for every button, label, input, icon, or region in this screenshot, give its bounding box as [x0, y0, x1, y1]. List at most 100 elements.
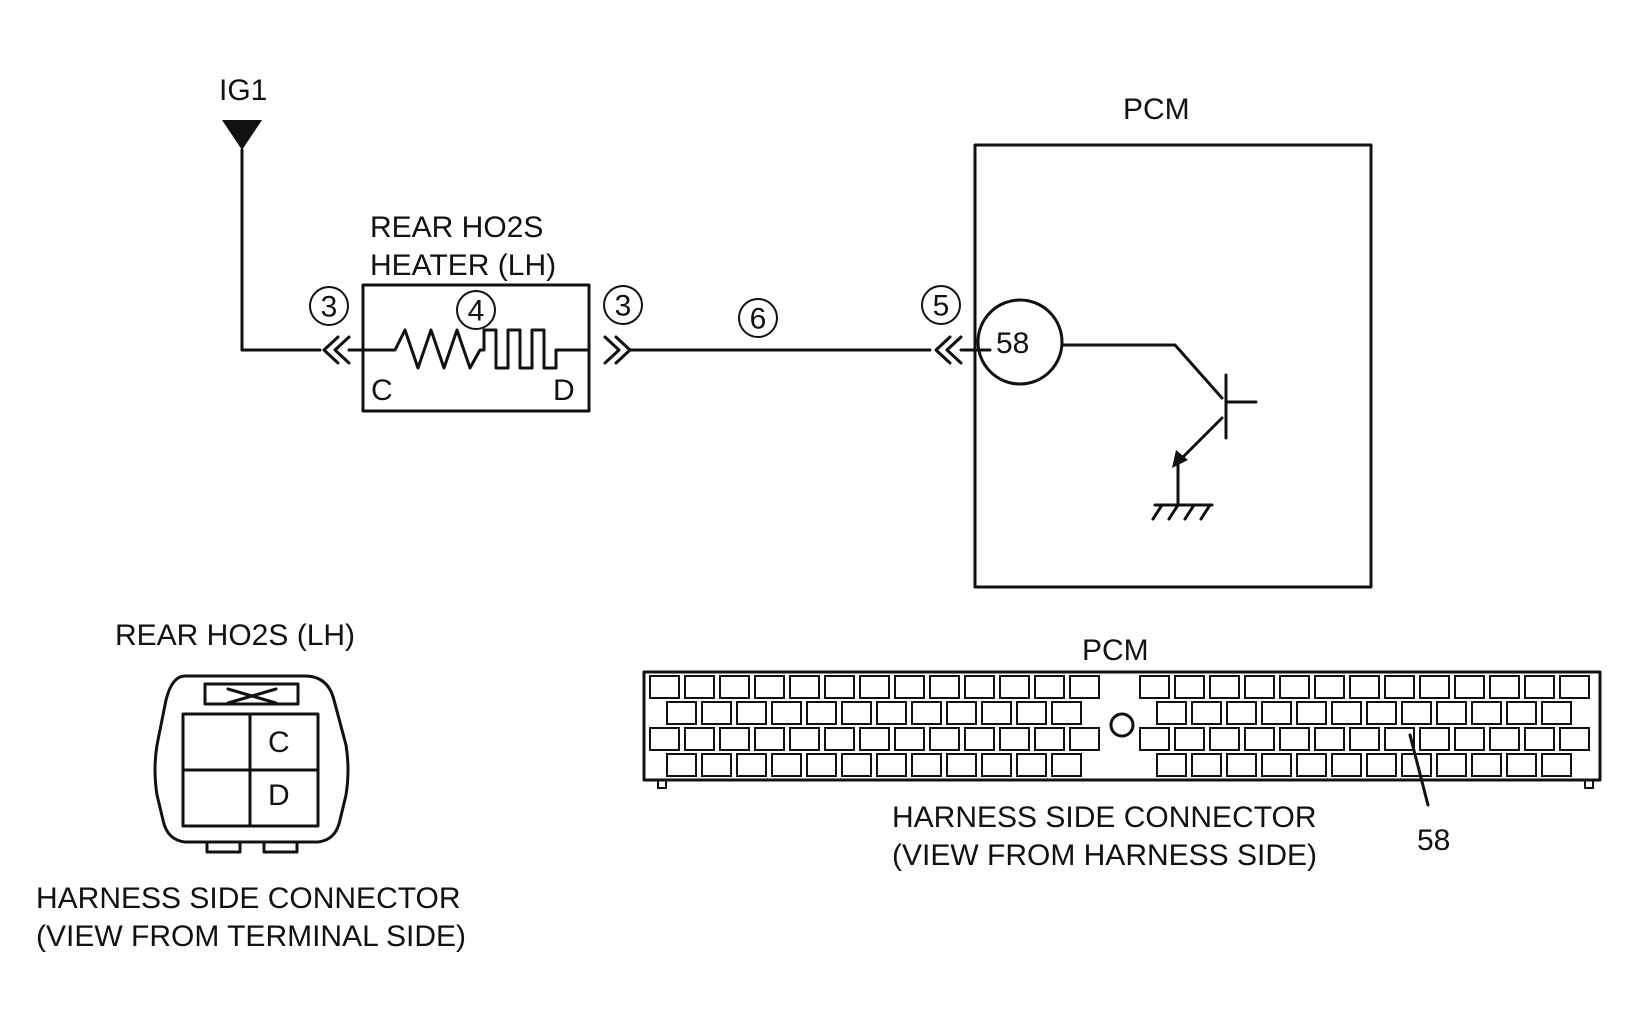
pcm-connector-cavity	[1524, 727, 1555, 751]
pcm-connector-cavity	[1541, 701, 1572, 725]
pcm-connector-cavity	[1069, 727, 1100, 751]
pcm-connector-cavity	[1156, 701, 1187, 725]
pcm-connector-cavity	[1296, 753, 1327, 777]
pcm-connector-cavity	[1471, 753, 1502, 777]
pcm-connector-cavity	[929, 675, 960, 699]
pcm-title: PCM	[1123, 93, 1190, 126]
pcm-connector-cavity	[719, 675, 750, 699]
sensor-connector-title: REAR HO2S (LH)	[115, 619, 355, 652]
pcm-connector-cavity	[859, 675, 890, 699]
pcm-connector-cavity	[911, 753, 942, 777]
pcm-connector-cavity	[806, 701, 837, 725]
pcm-connector-cavity	[1139, 675, 1170, 699]
pcm-connector-cavity	[1559, 675, 1590, 699]
pcm-connector-cavity	[999, 727, 1030, 751]
pcm-connector-cavity	[1384, 675, 1415, 699]
pcm-connector-cavity	[1366, 753, 1397, 777]
svg-text:4: 4	[468, 295, 485, 328]
pcm-connector-cavity	[1261, 753, 1292, 777]
pcm-connector-cavity	[1191, 753, 1222, 777]
pcm-connector-cavity	[876, 753, 907, 777]
pcm-connector-cavity	[649, 727, 680, 751]
pcm-connector-cavity	[1331, 701, 1362, 725]
pcm-connector-cavity	[1506, 701, 1537, 725]
heater-element-icon	[361, 328, 591, 370]
pcm-connector-cavity	[666, 753, 697, 777]
svg-text:3: 3	[321, 291, 338, 324]
pcm-connector-cavity	[736, 753, 767, 777]
pcm-connector-key-circle	[1109, 712, 1135, 738]
pcm-connector-cavity	[736, 701, 767, 725]
pcm-connector-cavity	[666, 701, 697, 725]
pcm-connector-cavity	[1366, 701, 1397, 725]
pcm-connector-cavity	[981, 753, 1012, 777]
ig1-label: IG1	[219, 74, 267, 107]
pcm-connector-cavity	[824, 675, 855, 699]
pcm-box	[973, 143, 1373, 589]
pcm-connector-cavity	[999, 675, 1030, 699]
pcm-connector-cavity	[1034, 727, 1065, 751]
sensor-pin-c-label: C	[268, 726, 290, 759]
pcm-connector-cavity	[684, 675, 715, 699]
pcm-connector-cavity	[771, 701, 802, 725]
pcm-connector-cavity	[1436, 701, 1467, 725]
pcm-connector-cavity	[1559, 727, 1590, 751]
sensor-connector-caption-line1: HARNESS SIDE CONNECTOR	[36, 882, 461, 915]
pcm-connector-arrow-icon	[934, 335, 963, 365]
pcm-connector-cavity	[1471, 701, 1502, 725]
callout-wire: 6	[738, 298, 778, 338]
power-source-triangle-icon	[222, 120, 262, 150]
pcm-connector-cavity	[1139, 727, 1170, 751]
pcm-connector-cavity	[789, 675, 820, 699]
pcm-connector-cavity	[1156, 753, 1187, 777]
pcm-connector-cavity	[1419, 675, 1450, 699]
pcm-connector-cavity	[1384, 727, 1415, 751]
pcm-connector-caption-line2: (VIEW FROM HARNESS SIDE)	[892, 839, 1317, 872]
pcm-connector-cavity	[1454, 727, 1485, 751]
pcm-connector-cavity	[719, 727, 750, 751]
pcm-connector-cavity	[1279, 675, 1310, 699]
pcm-connector-cavity	[1454, 675, 1485, 699]
pcm-connector-cavity	[1174, 727, 1205, 751]
sensor-connector-caption-line2: (VIEW FROM TERMINAL SIDE)	[36, 920, 466, 953]
pcm-connector-cavity	[754, 675, 785, 699]
pcm-connector-cavity	[946, 753, 977, 777]
pcm-connector-cavity	[1244, 675, 1275, 699]
pcm-connector-cavity	[841, 701, 872, 725]
pcm-connector-cavity	[981, 701, 1012, 725]
pcm-connector-cavity	[1034, 675, 1065, 699]
pcm-connector-pin-grid	[649, 675, 1590, 777]
transistor-icon	[1060, 343, 1258, 507]
svg-text:3: 3	[615, 290, 632, 323]
terminal-c-label: C	[371, 374, 393, 407]
pcm-connector-cavity	[771, 753, 802, 777]
pcm-connector-cavity	[1314, 727, 1345, 751]
pcm-connector-cavity	[964, 727, 995, 751]
pcm-connector-cavity	[876, 701, 907, 725]
pcm-pin-label: 58	[996, 327, 1029, 360]
callout-heater: 4	[456, 290, 496, 330]
pcm-connector-cavity	[1489, 727, 1520, 751]
pcm-connector-cavity	[946, 701, 977, 725]
pcm-pin-58-leader-line	[1408, 733, 1430, 807]
pcm-connector-cavity	[1191, 701, 1222, 725]
pcm-connector-cavity	[1331, 753, 1362, 777]
terminal-d-label: D	[553, 374, 575, 407]
pcm-connector-cavity	[754, 727, 785, 751]
sensor-connector-body	[153, 674, 350, 854]
svg-text:5: 5	[933, 290, 950, 323]
pcm-connector-cavity	[1051, 753, 1082, 777]
pcm-connector-body	[642, 670, 1602, 782]
pcm-connector-cavity	[841, 753, 872, 777]
pcm-pin-circle	[976, 298, 1064, 386]
pcm-connector-cavity	[824, 727, 855, 751]
pcm-connector-cavity	[1349, 675, 1380, 699]
pcm-connector-cavity	[1069, 675, 1100, 699]
pcm-connector-cavity	[1401, 701, 1432, 725]
right-connector-arrow-icon	[603, 335, 632, 365]
pcm-connector-cavity	[789, 727, 820, 751]
pcm-connector-cavity	[1541, 753, 1572, 777]
svg-text:6: 6	[750, 303, 767, 336]
pcm-connector-cavity	[964, 675, 995, 699]
